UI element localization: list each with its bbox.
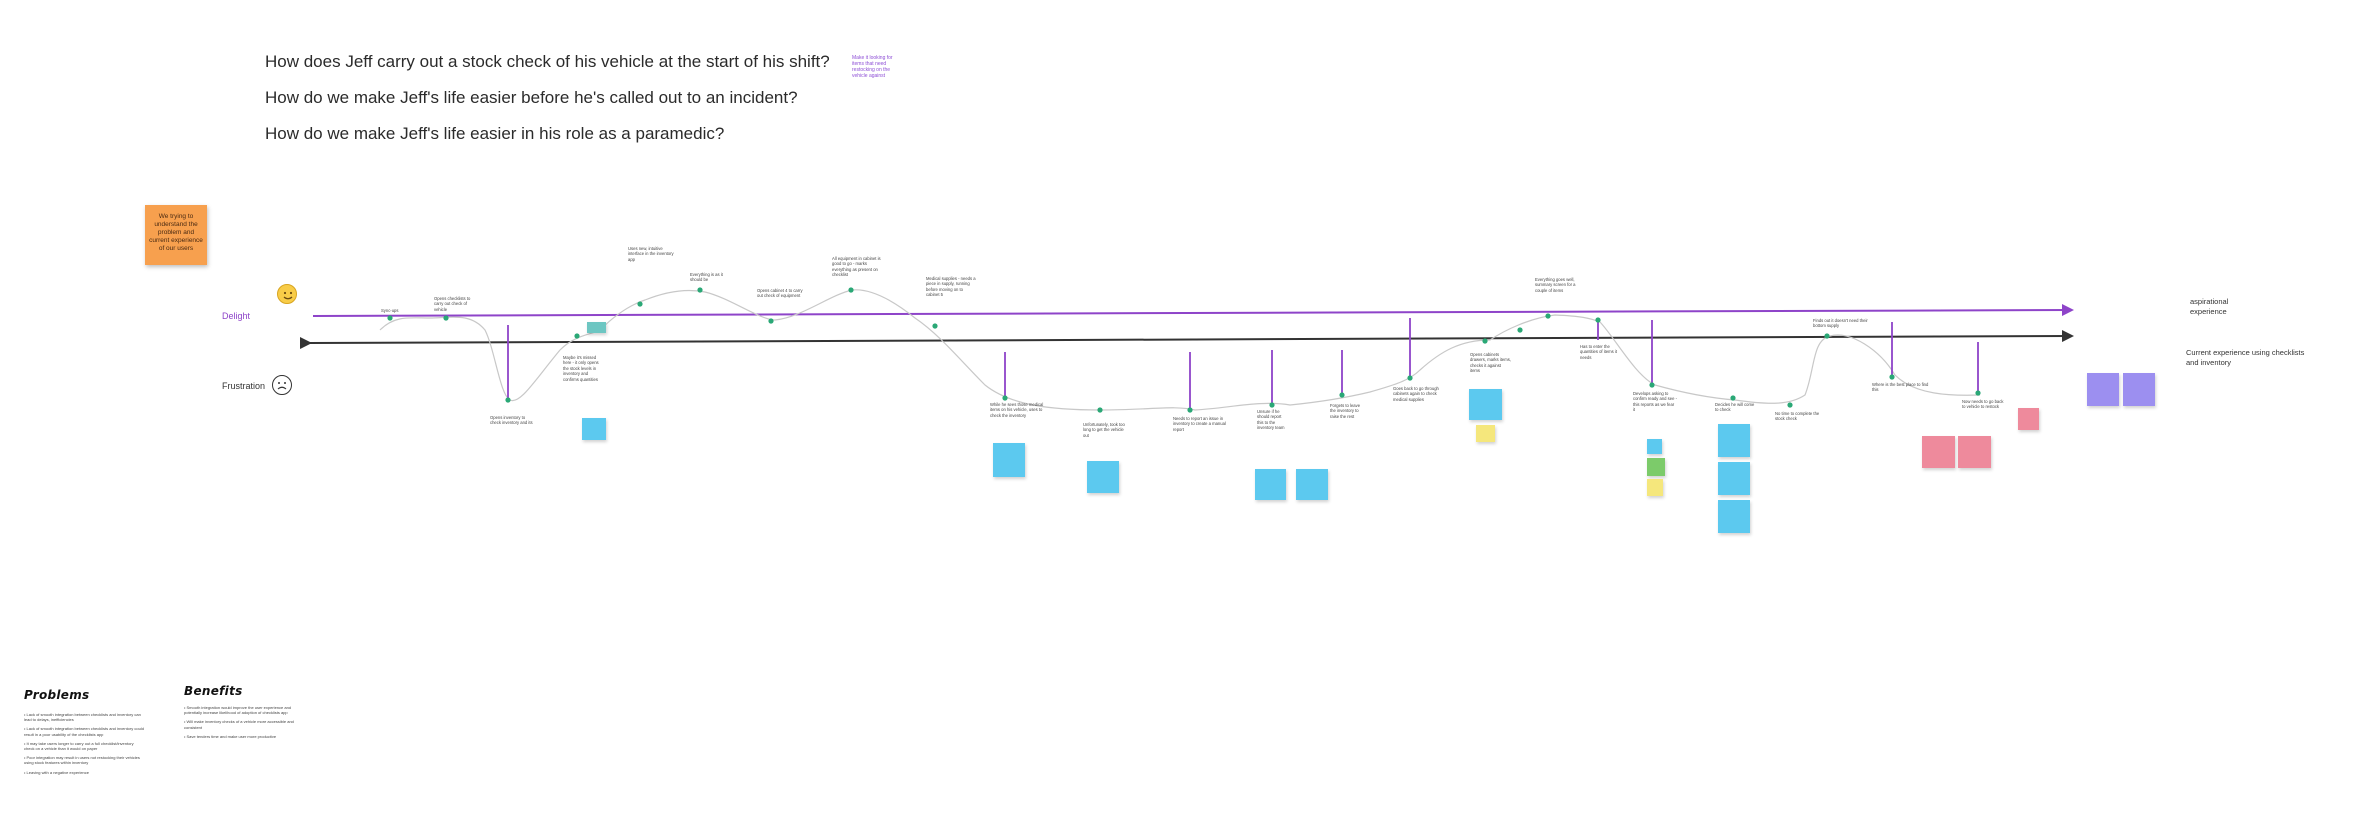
annotation-upper: Everything is as it should be	[690, 272, 723, 283]
annotation-lower: Opens cabinets drawers, marks items, che…	[1470, 352, 1511, 374]
annotation-lower: Now needs to go back to vehicle to resto…	[1962, 399, 2004, 410]
sticky-note[interactable]	[1718, 500, 1750, 533]
frustration-label: Frustration	[222, 381, 266, 391]
annotation-lower: Goes back to go through cabinets again t…	[1393, 386, 1439, 402]
sticky-note[interactable]	[587, 322, 606, 333]
side-note: Make it looking for items that need rest…	[852, 55, 893, 79]
annotation-lower: Opens inventory to check inventory and i…	[490, 415, 533, 426]
annotation-lower: While he sees those medical items on his…	[990, 402, 1044, 418]
delight-label: Delight	[222, 311, 251, 321]
annotation-lower: Needs to report an issue in inventory to…	[1173, 416, 1226, 432]
sticky-note[interactable]	[1718, 424, 1750, 457]
sticky-note[interactable]	[1647, 439, 1662, 454]
annotation-lower: Decides he will come to check	[1715, 402, 1755, 413]
frustration-face-icon	[272, 375, 292, 395]
journey-curve	[379, 289, 1981, 411]
smile-icon	[283, 291, 293, 300]
annotation-upper: Sync-ups	[381, 308, 399, 313]
benefits-heading: Benefits	[184, 684, 243, 698]
annotation-upper: Finds out it doesn't need their bottom s…	[1813, 318, 1868, 329]
sticky-note[interactable]	[2123, 373, 2155, 406]
benefit-item: Smooth integration would improve the use…	[184, 705, 309, 715]
sticky-note[interactable]	[1958, 436, 1991, 468]
current-experience-line	[299, 330, 2074, 350]
annotation-upper: All equipment in cabinet is good to go -…	[832, 256, 881, 278]
annotation-upper: Uses new, intuitive interface in the inv…	[628, 246, 674, 262]
problem-item: Lack of smooth integration between check…	[24, 712, 144, 722]
problem-item: Poor integration may result in users not…	[24, 755, 144, 765]
annotation-lower: Where is the best place to find this	[1872, 382, 1929, 393]
problem-item: Lack of smooth integration between check…	[24, 726, 144, 736]
sticky-note[interactable]	[1469, 389, 1502, 420]
sticky-note[interactable]	[1476, 425, 1495, 442]
benefit-item: Will make inventory checks of a vehicle …	[184, 719, 309, 729]
sticky-note[interactable]	[2087, 373, 2119, 406]
annotation-upper: Everything goes well, summary screen for…	[1535, 277, 1576, 293]
pain-arrows	[507, 318, 1979, 412]
sticky-note[interactable]	[1718, 462, 1750, 495]
journey-points	[387, 287, 1981, 413]
question-1: How does Jeff carry out a stock check of…	[265, 52, 830, 71]
problems-list: Lack of smooth integration between check…	[24, 712, 144, 779]
sticky-note[interactable]	[1296, 469, 1328, 500]
annotation-upper: Medical supplies - needs a piece in supp…	[926, 276, 976, 298]
sticky-note[interactable]	[1647, 458, 1665, 476]
question-2: How do we make Jeff's life easier before…	[265, 88, 798, 107]
annotation-lower: Maybe it's missed here - it only opens t…	[563, 355, 599, 382]
aspirational-line	[312, 304, 2074, 317]
sticky-note[interactable]	[1922, 436, 1955, 468]
annotation-upper: Opens cabinet 4 to carry out check of eq…	[757, 288, 803, 299]
frown-icon	[277, 382, 287, 390]
sticky-note[interactable]	[2018, 408, 2039, 430]
annotation-upper: Opens checklists to carry out check of v…	[434, 296, 471, 312]
sticky-note[interactable]	[1255, 469, 1286, 500]
benefits-list: Smooth integration would improve the use…	[184, 705, 309, 743]
problem-item: Leaving with a negative experience	[24, 770, 144, 775]
annotation-lower: Develops asking to confirm ready and see…	[1633, 391, 1677, 413]
problem-item: It may take users longer to carry out a …	[24, 741, 144, 751]
annotation-lower: Unsure if he should report this to the i…	[1257, 409, 1285, 431]
sticky-note[interactable]	[1087, 461, 1119, 493]
sticky-note[interactable]	[993, 443, 1025, 477]
sticky-note[interactable]	[582, 418, 606, 440]
benefit-item: Save tenders time and make user more pro…	[184, 734, 309, 739]
intro-sticky-note[interactable]: We trying to understand the problem and …	[145, 205, 207, 265]
current-experience-label: Current experience using checklists and …	[2186, 348, 2305, 367]
question-3: How do we make Jeff's life easier in his…	[265, 124, 725, 143]
annotation-lower: Unfortunately, took too long to get the …	[1083, 422, 1125, 438]
aspirational-label: aspirational experience	[2190, 297, 2229, 316]
annotation-lower: Has to enter the quantities of items it …	[1580, 344, 1618, 360]
annotation-lower: No time to complete the stock check	[1775, 411, 1820, 422]
delight-face-icon	[277, 284, 297, 304]
sticky-note[interactable]	[1647, 479, 1663, 496]
annotation-lower: Forgets to leave the inventory to raise …	[1330, 403, 1361, 419]
problems-heading: Problems	[24, 688, 90, 702]
